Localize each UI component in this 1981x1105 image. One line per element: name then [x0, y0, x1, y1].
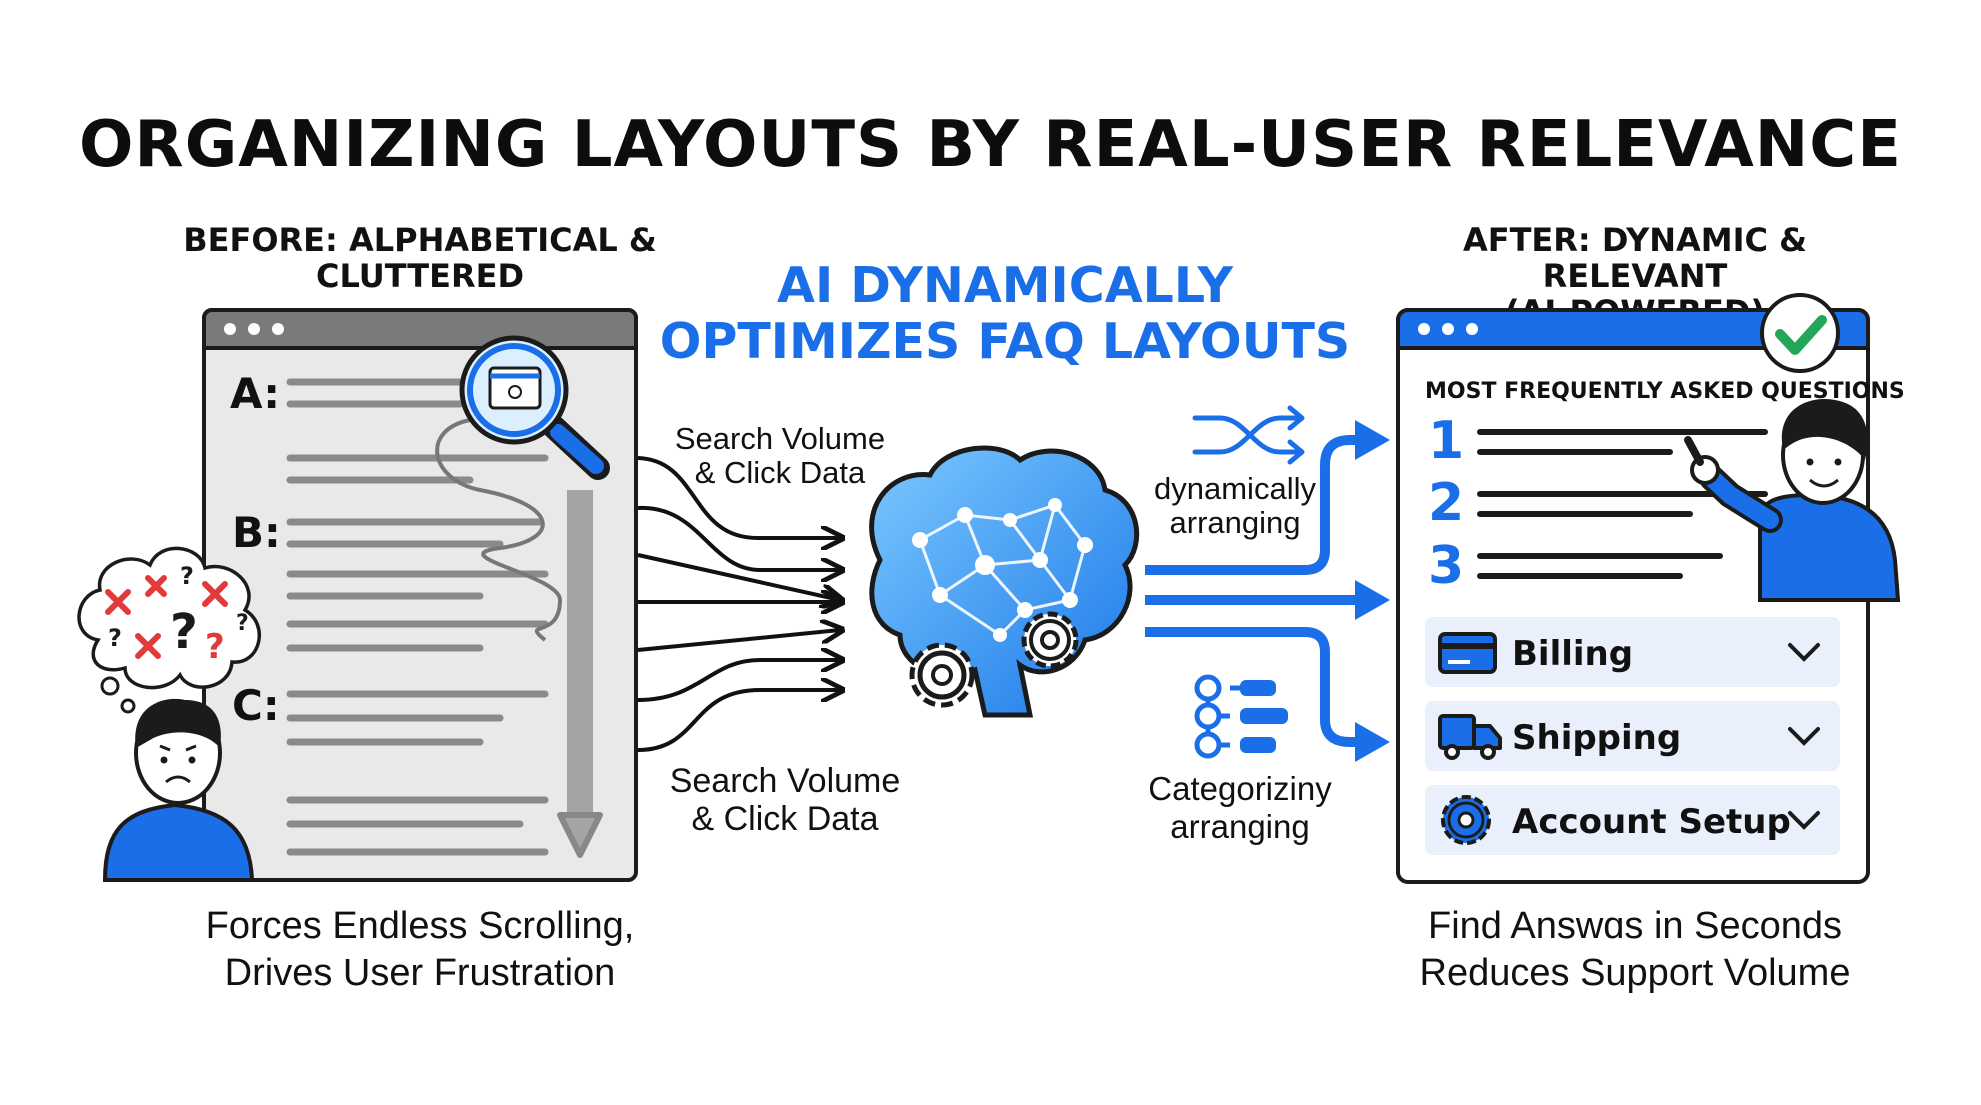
chevron-down-icon[interactable]	[1788, 727, 1820, 746]
before-caption-line1: Forces Endless Scrolling,	[205, 905, 635, 947]
before-caption-line2: Drives User Frustration	[224, 952, 616, 994]
center-heading-line1: AI DYNAMICALLY	[777, 257, 1233, 314]
data-input-arrows	[637, 456, 840, 752]
truck-icon	[1438, 714, 1502, 760]
credit-card-icon	[1438, 632, 1497, 674]
before-caption: Forces Endless Scrolling, Drives User Fr…	[160, 903, 680, 997]
input-label-top: Search Volume & Click Data	[640, 422, 920, 490]
before-heading: BEFORE: ALPHABETICAL & CLUTTERED	[170, 222, 670, 294]
check-badge-icon	[1760, 293, 1840, 373]
svg-text:?: ?	[108, 624, 122, 652]
magnifier-icon	[459, 335, 610, 480]
output-label-bottom: Categoriziny arranging	[1120, 770, 1360, 846]
page-title: ORGANIZING LAYOUTS BY REAL-USER RELEVANC…	[79, 108, 1902, 182]
before-heading-line2: CLUTTERED	[315, 257, 525, 295]
window-dot-icon	[248, 323, 260, 335]
gear-small-icon	[909, 642, 975, 708]
letter-b-label: B:	[232, 508, 281, 557]
output-label-bottom-line1: Categoriziny	[1148, 770, 1332, 807]
window-dot-icon	[1418, 323, 1430, 335]
after-heading-line1: AFTER: DYNAMIC & RELEVANT	[1462, 221, 1808, 295]
output-label-bottom-line2: arranging	[1170, 808, 1310, 845]
center-heading: AI DYNAMICALLY OPTIMIZES FAQ LAYOUTS	[640, 258, 1370, 370]
letter-c-label: C:	[232, 681, 280, 730]
before-heading-line1: BEFORE: ALPHABETICAL &	[183, 221, 657, 259]
frustrated-user-avatar	[102, 698, 255, 882]
chevron-down-icon[interactable]	[1788, 811, 1820, 830]
gear-brain-icon	[1021, 611, 1079, 669]
gear-icon	[1441, 795, 1491, 845]
category-row-shipping[interactable]: Shipping	[1425, 701, 1840, 771]
after-caption-line1: Find Answɑs in Seconds	[1427, 905, 1842, 947]
center-heading-line2: OPTIMIZES FAQ LAYOUTS	[659, 313, 1351, 370]
output-label-top-line2: arranging	[1169, 505, 1301, 540]
rank-3-label: 3	[1428, 536, 1464, 596]
category-label-shipping: Shipping	[1512, 718, 1681, 758]
cluttered-text-lines	[286, 378, 549, 856]
input-label-top-line1: Search Volume	[674, 421, 886, 456]
category-label-account-setup: Account Setup	[1512, 802, 1791, 842]
svg-text:?: ?	[180, 562, 194, 590]
output-arrowheads	[1355, 420, 1390, 762]
scroll-path-scribble	[435, 418, 563, 642]
svg-text:?: ?	[236, 611, 249, 636]
input-label-top-line2: & Click Data	[694, 455, 866, 490]
after-caption-line2: Reduces Support Volume	[1419, 952, 1851, 994]
happy-user-avatar	[1684, 398, 1901, 602]
chevron-down-icon[interactable]	[1788, 643, 1820, 662]
input-label-bottom-line1: Search Volume	[669, 762, 901, 800]
letter-a-label: A:	[230, 369, 280, 418]
optimized-output-arrows	[1145, 435, 1360, 747]
rank-2-label: 2	[1428, 473, 1464, 533]
hierarchy-icon	[1194, 674, 1288, 759]
output-label-top: dynamically arranging	[1130, 472, 1340, 540]
input-label-bottom: Search Volume & Click Data	[640, 762, 930, 838]
category-row-account-setup[interactable]: Account Setup	[1425, 785, 1840, 855]
svg-text:?: ?	[205, 627, 225, 667]
window-dot-icon	[1442, 323, 1454, 335]
category-row-billing[interactable]: Billing	[1425, 617, 1840, 687]
rank-1-label: 1	[1428, 411, 1464, 471]
category-label-billing: Billing	[1512, 634, 1633, 674]
window-dot-icon	[224, 323, 236, 335]
output-label-top-line1: dynamically	[1154, 471, 1316, 506]
shuffle-icon	[1192, 405, 1305, 465]
scroll-arrowhead-icon	[557, 812, 603, 858]
input-label-bottom-line2: & Click Data	[691, 800, 879, 838]
window-dot-icon	[1466, 323, 1478, 335]
after-caption: Find Answɑs in Seconds Reduces Support V…	[1370, 903, 1900, 997]
before-browser-window	[202, 308, 638, 882]
window-dot-icon	[272, 323, 284, 335]
svg-text:?: ?	[170, 604, 198, 660]
confused-thought-bubble-icon: ? ? ? ? ?	[77, 546, 262, 714]
